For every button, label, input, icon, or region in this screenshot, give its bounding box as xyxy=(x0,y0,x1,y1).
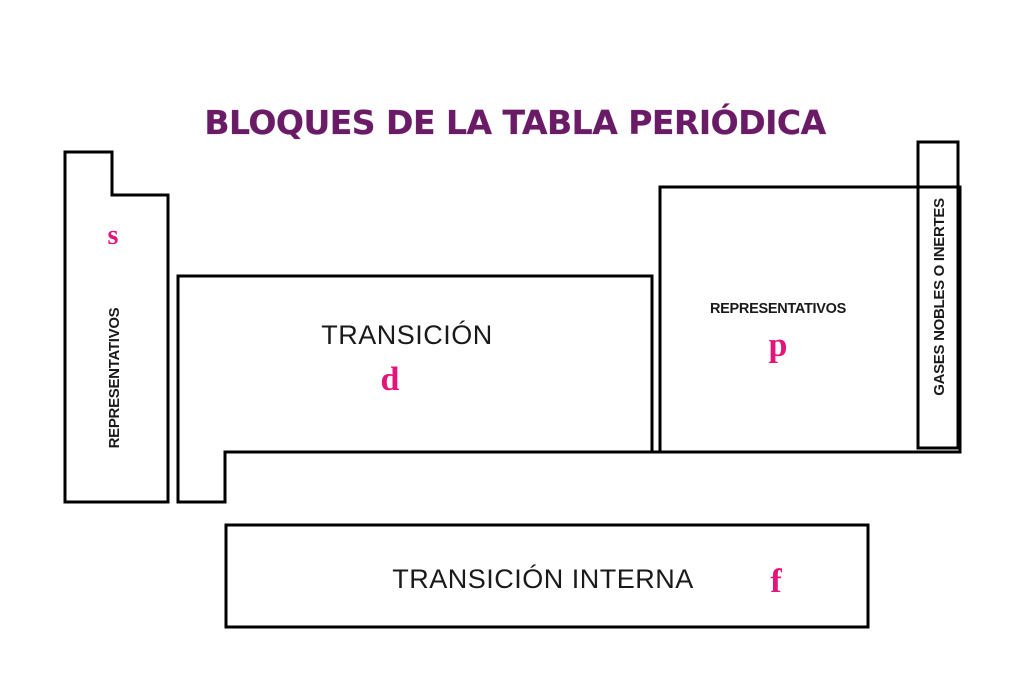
d-block-label: TRANSICIÓN xyxy=(321,319,493,350)
noble-gases-label: GASES NOBLES O INERTES xyxy=(931,198,948,396)
p-block: REPRESENTATIVOS p xyxy=(658,185,962,454)
s-block-outline xyxy=(63,150,170,504)
d-block: TRANSICIÓN d xyxy=(176,274,654,504)
diagram-title: BLOQUES DE LA TABLA PERIÓDICA xyxy=(204,102,826,142)
noble-gases-outline xyxy=(916,140,960,450)
p-block-label: REPRESENTATIVOS xyxy=(710,301,847,317)
noble-gases-column: GASES NOBLES O INERTES xyxy=(916,140,960,450)
d-block-outline xyxy=(176,274,654,504)
f-block-letter: f xyxy=(770,563,782,600)
p-block-outline xyxy=(658,185,962,454)
p-block-letter: p xyxy=(769,327,788,364)
f-block-outline xyxy=(224,523,870,629)
s-block-label: REPRESENTATIVOS xyxy=(106,307,123,448)
d-block-letter: d xyxy=(381,361,400,398)
s-block-letter: s xyxy=(108,220,119,251)
f-block-label: TRANSICIÓN INTERNA xyxy=(392,563,694,594)
f-block: TRANSICIÓN INTERNA f xyxy=(224,523,870,629)
s-block: s REPRESENTATIVOS xyxy=(63,150,170,504)
